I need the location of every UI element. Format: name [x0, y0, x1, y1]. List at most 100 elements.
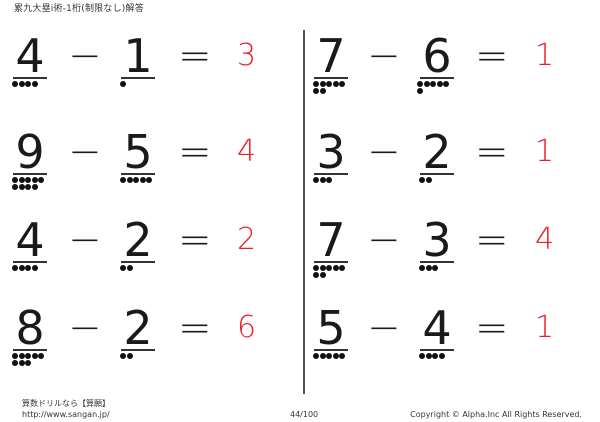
minuend: 4	[15, 213, 45, 267]
answer: 1	[535, 310, 555, 345]
counting-dot	[417, 87, 423, 94]
footer-site-name: 算数ドリルなら【算願】	[22, 399, 110, 408]
subtrahend: 2	[123, 301, 153, 355]
subtrahend-underline	[121, 173, 155, 175]
minuend-dots	[12, 353, 56, 366]
minuend: 4	[15, 29, 45, 83]
counting-dot	[438, 353, 445, 359]
counting-dot	[313, 81, 319, 87]
counting-dot	[31, 183, 38, 190]
counting-dot	[38, 353, 44, 359]
subtrahend-dots	[417, 81, 461, 94]
minuend: 8	[15, 301, 45, 355]
counting-dot	[25, 81, 31, 87]
counting-dot	[432, 353, 438, 359]
minuend-underline	[13, 261, 47, 263]
equals-sign: =	[475, 217, 509, 263]
counting-dot	[319, 177, 326, 183]
equals-sign: =	[475, 33, 509, 79]
minus-sign: −	[367, 305, 401, 351]
subtrahend-dots	[120, 353, 164, 360]
minus-sign: −	[367, 217, 401, 263]
counting-dot	[319, 81, 326, 87]
counting-dot	[425, 265, 432, 271]
counting-dot	[18, 177, 25, 183]
subtrahend: 6	[422, 29, 452, 83]
answer: 1	[535, 38, 555, 73]
counting-dot	[326, 353, 332, 359]
counting-dot	[25, 183, 31, 190]
counting-dot	[12, 359, 18, 366]
minuend: 7	[316, 29, 346, 83]
answer: 6	[237, 310, 257, 345]
counting-dot	[31, 177, 38, 183]
subtrahend: 1	[123, 29, 153, 83]
worksheet-title: 累九大塁i術-1桁(制限なし)解答	[14, 4, 144, 14]
minuend-dots	[313, 353, 357, 360]
counting-dot	[139, 177, 146, 183]
minus-sign: −	[68, 305, 102, 351]
problem-5: 7 − 6 = 1	[311, 32, 591, 118]
minuend: 5	[316, 301, 346, 355]
subtrahend: 2	[422, 125, 452, 179]
equals-sign: =	[178, 217, 212, 263]
answer: 3	[237, 38, 257, 73]
counting-dot	[319, 353, 326, 359]
counting-dot	[319, 87, 326, 94]
counting-dot	[12, 177, 18, 183]
minus-sign: −	[367, 129, 401, 175]
counting-dot	[31, 265, 38, 271]
counting-dot	[126, 177, 133, 183]
counting-dot	[25, 265, 31, 271]
counting-dot	[326, 177, 332, 183]
subtrahend-underline	[420, 349, 454, 351]
counting-dot	[12, 183, 18, 190]
counting-dot	[18, 265, 25, 271]
counting-dot	[332, 353, 339, 359]
counting-dot	[133, 177, 139, 183]
counting-dot	[425, 353, 432, 359]
problem-8: 5 − 4 = 1	[311, 304, 591, 390]
footer-url-link[interactable]: http://www.sangan.jp/	[22, 410, 110, 419]
counting-dot	[332, 265, 339, 271]
counting-dot	[38, 177, 44, 183]
counting-dot	[319, 265, 326, 271]
minus-sign: −	[367, 33, 401, 79]
counting-dot	[319, 271, 326, 278]
counting-dot	[423, 81, 430, 87]
counting-dot	[432, 265, 438, 271]
problem-1: 4 − 1 = 3	[10, 32, 290, 118]
subtrahend-dots	[419, 265, 463, 272]
subtrahend-underline	[420, 77, 454, 79]
counting-dot	[120, 265, 126, 271]
minus-sign: −	[68, 129, 102, 175]
counting-dot	[120, 177, 126, 183]
counting-dot	[126, 265, 133, 271]
minuend-dots	[313, 81, 357, 94]
counting-dot	[326, 81, 332, 87]
minuend: 3	[316, 125, 346, 179]
column-divider	[303, 30, 305, 394]
equals-sign: =	[178, 129, 212, 175]
minus-sign: −	[68, 33, 102, 79]
counting-dot	[31, 353, 38, 359]
copyright-notice: Copyright © Alpha.Inc All Rights Reserve…	[410, 410, 582, 419]
counting-dot	[419, 265, 425, 271]
counting-dot	[18, 183, 25, 190]
counting-dot	[419, 353, 425, 359]
subtrahend-dots	[419, 177, 463, 184]
minuend-underline	[314, 77, 348, 79]
counting-dot	[126, 353, 133, 359]
subtrahend-dots	[419, 353, 463, 360]
problem-4: 8 − 2 = 6	[10, 304, 290, 390]
problem-3: 4 − 2 = 2	[10, 216, 290, 302]
footer-site: 算数ドリルなら【算願】 http://www.sangan.jp/	[22, 398, 110, 420]
counting-dot	[436, 81, 443, 87]
minuend-dots	[12, 265, 56, 272]
equals-sign: =	[178, 33, 212, 79]
counting-dot	[25, 359, 31, 366]
equals-sign: =	[475, 305, 509, 351]
answer: 1	[535, 134, 555, 169]
problem-7: 7 − 3 = 4	[311, 216, 591, 302]
counting-dot	[425, 177, 432, 183]
